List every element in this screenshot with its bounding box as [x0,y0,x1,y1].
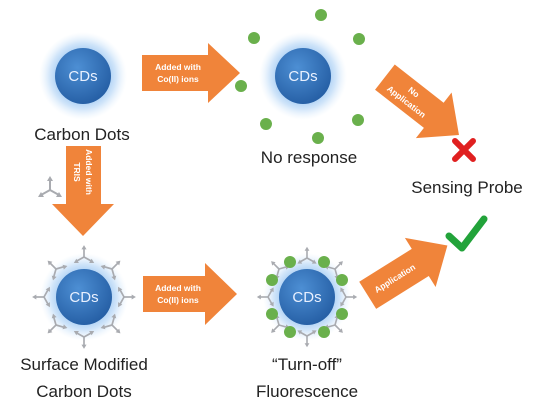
arrow-down-line2: TRIS [72,162,82,182]
arrow-add-cobalt-bottom: Added with Co(II) ions [143,263,237,325]
sensing-probe-label: Sensing Probe [411,178,523,197]
surface-modified-label-line2: Carbon Dots [36,382,131,401]
cd-label-2: CDs [288,68,317,85]
cobalt-ions-free [235,9,365,144]
arrow-top-line2: Co(II) ions [157,74,199,84]
no-response-label: No response [261,148,357,167]
arrow-bottom-line2: Co(II) ions [157,295,199,305]
carbon-dot-node: CDs [39,32,127,120]
turn-off-node: CDs [255,246,359,349]
cobalt-ions-bound [266,256,348,338]
check-icon [445,215,488,252]
cross-icon [452,138,476,162]
no-response-node: CDs [235,9,365,144]
carbon-dots-label: Carbon Dots [34,125,129,144]
arrow-top-line1: Added with [155,62,201,72]
surface-modified-cd-node: CDs [31,244,137,350]
turn-off-label-line2: Fluorescence [256,382,358,401]
arrow-bottom-line1: Added with [155,283,201,293]
cd-label-3: CDs [69,289,98,306]
cd-label-4: CDs [292,289,321,306]
turn-off-label-line1: “Turn-off” [272,355,342,374]
arrow-add-cobalt-top: Added with Co(II) ions [142,43,240,103]
cd-label-1: CDs [68,68,97,85]
arrow-add-tris: Added with TRIS [52,146,114,236]
surface-modified-label-line1: Surface Modified [20,355,148,374]
arrow-down-line1: Added with [84,149,94,195]
tris-molecule-icon [37,175,63,198]
